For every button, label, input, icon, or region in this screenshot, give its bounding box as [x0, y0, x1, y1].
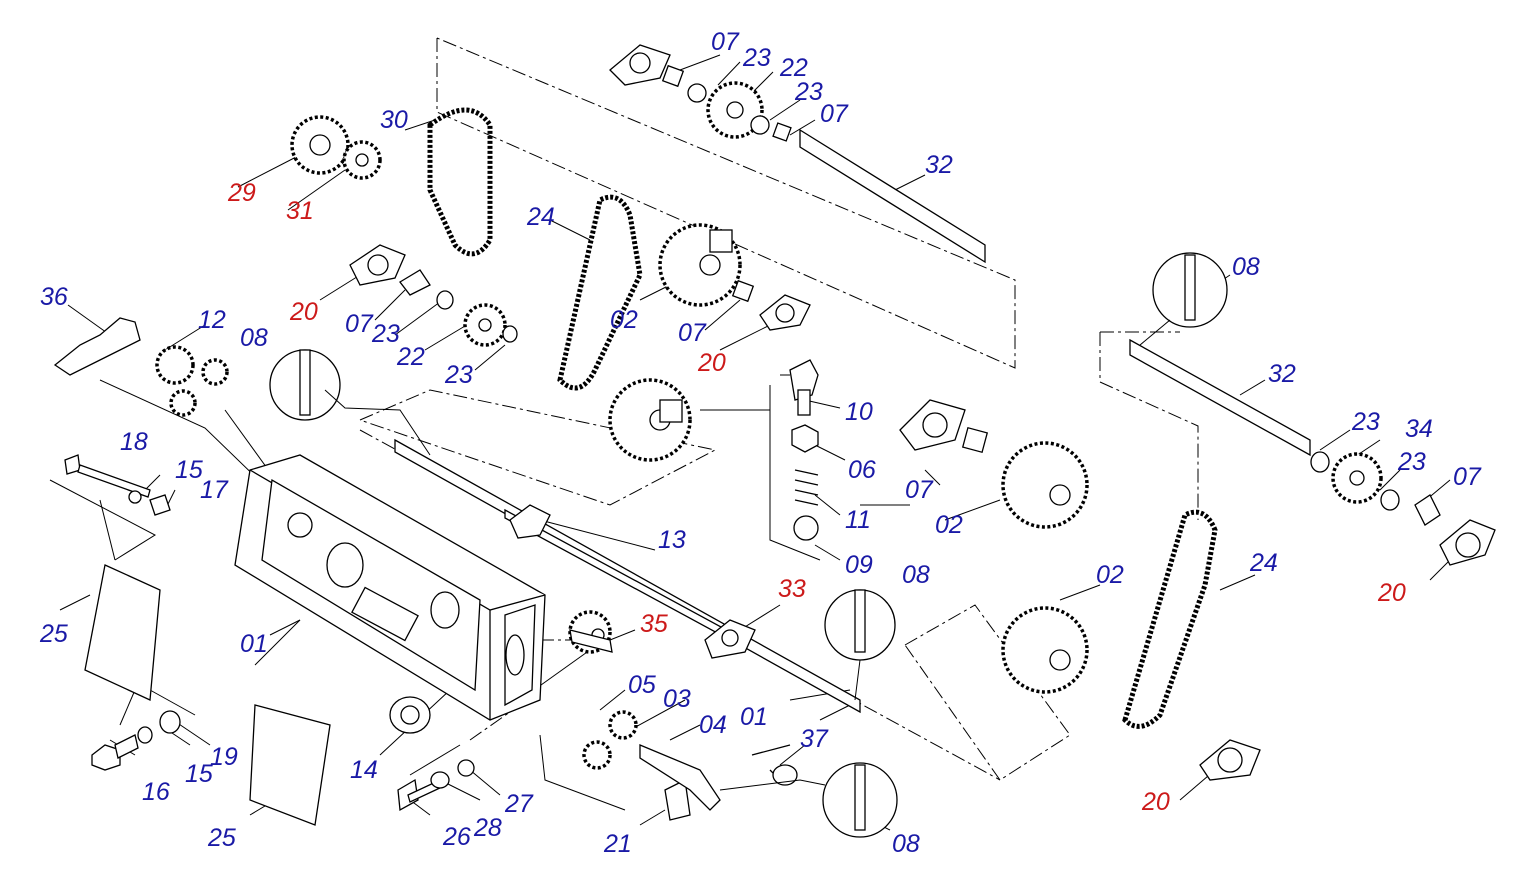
label-08a: 08	[240, 324, 268, 352]
label-20c: 20	[1377, 579, 1406, 607]
label-23f: 23	[1397, 448, 1426, 476]
label-23e: 23	[1351, 408, 1380, 436]
label-06: 06	[848, 456, 876, 484]
label-14: 14	[350, 756, 378, 784]
label-22b: 22	[396, 343, 425, 371]
label-26: 26	[442, 823, 471, 851]
label-35: 35	[640, 610, 668, 638]
label-22a: 22	[779, 54, 808, 82]
label-32b: 32	[1268, 360, 1296, 388]
label-10: 10	[845, 398, 873, 426]
label-23c: 23	[371, 320, 400, 348]
label-37: 37	[800, 725, 829, 753]
label-12: 12	[198, 306, 226, 334]
label-31: 31	[286, 197, 314, 225]
label-02a: 02	[610, 306, 638, 334]
label-13: 13	[658, 526, 686, 554]
label-08d: 08	[1232, 253, 1260, 281]
label-07c: 07	[678, 319, 707, 347]
label-02b: 02	[935, 511, 963, 539]
label-32a: 32	[925, 151, 953, 179]
label-21: 21	[603, 830, 632, 858]
label-34: 34	[1405, 415, 1433, 443]
label-09: 09	[845, 551, 873, 579]
label-23b: 23	[794, 78, 823, 106]
label-03: 03	[663, 685, 691, 713]
label-15b: 15	[185, 760, 213, 788]
label-07d: 07	[345, 310, 374, 338]
label-24a: 24	[526, 203, 555, 231]
label-15a: 15	[175, 456, 203, 484]
label-33: 33	[778, 575, 806, 603]
label-29: 29	[227, 179, 256, 207]
label-17: 17	[200, 476, 229, 504]
label-16: 16	[142, 778, 170, 806]
label-23d: 23	[444, 361, 473, 389]
label-19: 19	[210, 743, 238, 771]
label-25b: 25	[207, 824, 236, 852]
label-07b: 07	[820, 100, 849, 128]
part-labels: 29 31 30 07 23 22 23 07 32 24 02 07 20 2…	[39, 28, 1482, 858]
label-01b: 01	[740, 703, 768, 731]
label-08c: 08	[902, 561, 930, 589]
flange-bearings	[349, 44, 1496, 781]
label-07f: 07	[1453, 463, 1482, 491]
label-07e: 07	[905, 476, 934, 504]
label-28: 28	[473, 814, 502, 842]
label-25a: 25	[39, 620, 68, 648]
label-36: 36	[40, 283, 68, 311]
label-02c: 02	[1096, 561, 1124, 589]
label-04: 04	[699, 711, 727, 739]
detail-circles	[269, 252, 1228, 838]
small-parts	[53, 64, 1441, 826]
chains	[427, 107, 1218, 729]
sprockets	[155, 81, 1383, 770]
label-24b: 24	[1249, 549, 1278, 577]
label-20b: 20	[289, 298, 318, 326]
label-23a: 23	[742, 44, 771, 72]
label-05: 05	[628, 671, 656, 699]
label-30: 30	[380, 106, 408, 134]
label-18: 18	[120, 428, 148, 456]
label-20a: 20	[697, 349, 726, 377]
label-27: 27	[504, 790, 534, 818]
label-07a: 07	[711, 28, 740, 56]
main-frame	[234, 454, 546, 721]
label-08b: 08	[892, 830, 920, 858]
label-11: 11	[845, 506, 871, 534]
label-20d: 20	[1141, 788, 1170, 816]
label-01a: 01	[240, 630, 268, 658]
